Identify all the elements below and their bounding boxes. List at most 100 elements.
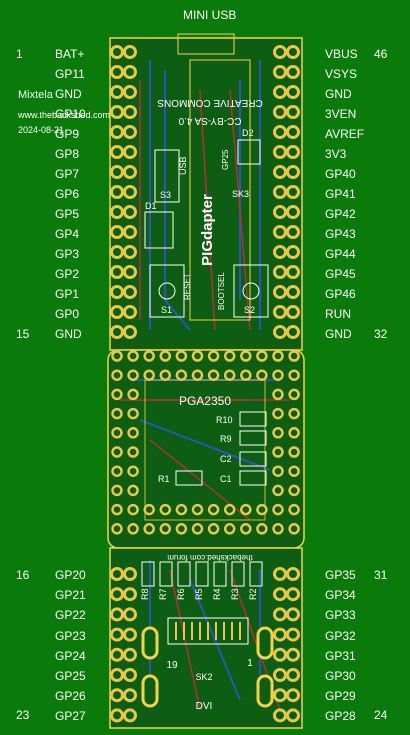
usb-connector-outline	[177, 33, 235, 55]
d2-outline	[237, 139, 261, 165]
right-pin-label: GND	[325, 87, 352, 101]
s3-silk: S3	[160, 190, 171, 200]
header-pad-right	[286, 225, 300, 239]
header-pad-left	[110, 85, 124, 99]
pga-pad	[272, 503, 284, 516]
left-pin-label: GP0	[55, 307, 80, 321]
pga-pad	[175, 503, 188, 516]
header-pad-right-inner	[273, 185, 287, 199]
header-pad-right-inner	[273, 205, 287, 219]
header-pad-left	[110, 325, 124, 339]
pin-number-15: 15	[16, 327, 30, 341]
pga-pad	[111, 350, 123, 362]
left-pin-label: GP20	[55, 568, 86, 582]
pga-pad	[207, 369, 220, 381]
header-pad-right-inner	[273, 607, 287, 622]
resistor-label: R8	[140, 588, 150, 600]
pga-pad	[111, 407, 123, 420]
header-pad-right-inner	[273, 105, 287, 119]
pga-pad	[288, 465, 300, 477]
forum-silk: thebackshed.com forum	[167, 553, 253, 562]
header-pad-right	[286, 205, 300, 219]
s3-outline	[154, 149, 180, 203]
resistor-r2	[249, 561, 263, 587]
header-pad-left-inner	[123, 85, 137, 99]
header-pad-left	[110, 65, 124, 79]
header-pad-right	[286, 305, 300, 319]
header-pad-right	[286, 245, 300, 259]
pga-pad	[143, 350, 155, 362]
pin19-silk: 19	[166, 660, 178, 671]
header-pad-left-inner	[123, 668, 137, 682]
pga-pad	[288, 388, 300, 401]
header-pad-left-inner	[123, 265, 137, 279]
left-pin-label: GP10	[55, 107, 86, 121]
header-pad-right-inner	[273, 45, 287, 59]
right-pin-label: VSYS	[325, 67, 358, 81]
pin-number-32: 32	[374, 327, 388, 341]
header-pad-left-inner	[123, 587, 137, 602]
pga-pad	[272, 388, 284, 401]
header-pad-right-inner	[273, 627, 287, 642]
pin1-silk: 1	[247, 658, 253, 669]
pga-pad	[272, 350, 284, 362]
header-pad-right	[286, 185, 300, 199]
pga-outline	[144, 379, 266, 521]
dvi-mount-left-lower	[141, 674, 159, 708]
header-pad-right-inner	[273, 225, 287, 239]
pga-pad	[207, 503, 220, 516]
pga-pad	[288, 523, 300, 535]
pga-pad	[127, 407, 139, 420]
pga-pad	[272, 427, 284, 439]
right-pin-label: GP34	[325, 588, 356, 603]
pga-pad	[240, 523, 252, 535]
header-pad-left	[110, 245, 124, 259]
right-pin-label: GP29	[325, 689, 356, 704]
pga-pad	[127, 465, 139, 477]
left-pin-label: GP4	[55, 227, 80, 241]
pin-number-16: 16	[16, 568, 30, 582]
left-pin-label: GND	[55, 327, 82, 341]
header-pad-left	[110, 627, 124, 642]
header-pad-right-inner	[273, 125, 287, 139]
pga-pad	[256, 523, 268, 535]
header-pad-left	[110, 567, 124, 581]
header-pad-right-inner	[273, 305, 287, 319]
right-pin-label: 3VEN	[325, 107, 357, 121]
left-pin-label: GND	[55, 87, 82, 101]
header-pad-left	[110, 305, 124, 319]
left-pin-label: GP3	[55, 247, 80, 261]
c1-outline	[239, 470, 267, 486]
c1-silk: C1	[220, 474, 232, 484]
pga-pad	[111, 503, 123, 516]
pga-pad	[191, 503, 204, 516]
pga-pad	[272, 369, 284, 381]
pga-pad	[191, 369, 204, 381]
site-label: www.thebackshed.com	[18, 110, 111, 120]
right-pin-label: GP40	[325, 167, 356, 181]
r1-outline	[175, 470, 203, 486]
pga-pad	[207, 523, 220, 535]
usb-silk: USB	[178, 156, 188, 175]
r1-silk: R1	[158, 474, 170, 484]
pga-pad	[272, 523, 284, 535]
pga-pad	[240, 350, 252, 362]
header-pad-left	[110, 145, 124, 159]
header-pad-right-inner	[273, 668, 287, 682]
left-pin-label: BAT+	[55, 47, 85, 61]
s1-silk: S1	[161, 305, 172, 315]
header-pad-right-inner	[273, 285, 287, 299]
pga-pad	[256, 503, 268, 516]
header-pad-right	[286, 105, 300, 119]
right-pin-label: GP31	[325, 648, 356, 663]
header-pad-right	[286, 45, 300, 59]
right-pin-label: GND	[325, 327, 352, 341]
header-pad-right	[286, 688, 300, 703]
pga-pad	[288, 407, 300, 420]
r10-silk: R10	[216, 415, 233, 425]
header-pad-left-inner	[123, 567, 137, 581]
usb-connector-label: MINI USB	[183, 8, 237, 22]
header-pad-left	[110, 165, 124, 179]
pga-pad	[288, 427, 300, 439]
